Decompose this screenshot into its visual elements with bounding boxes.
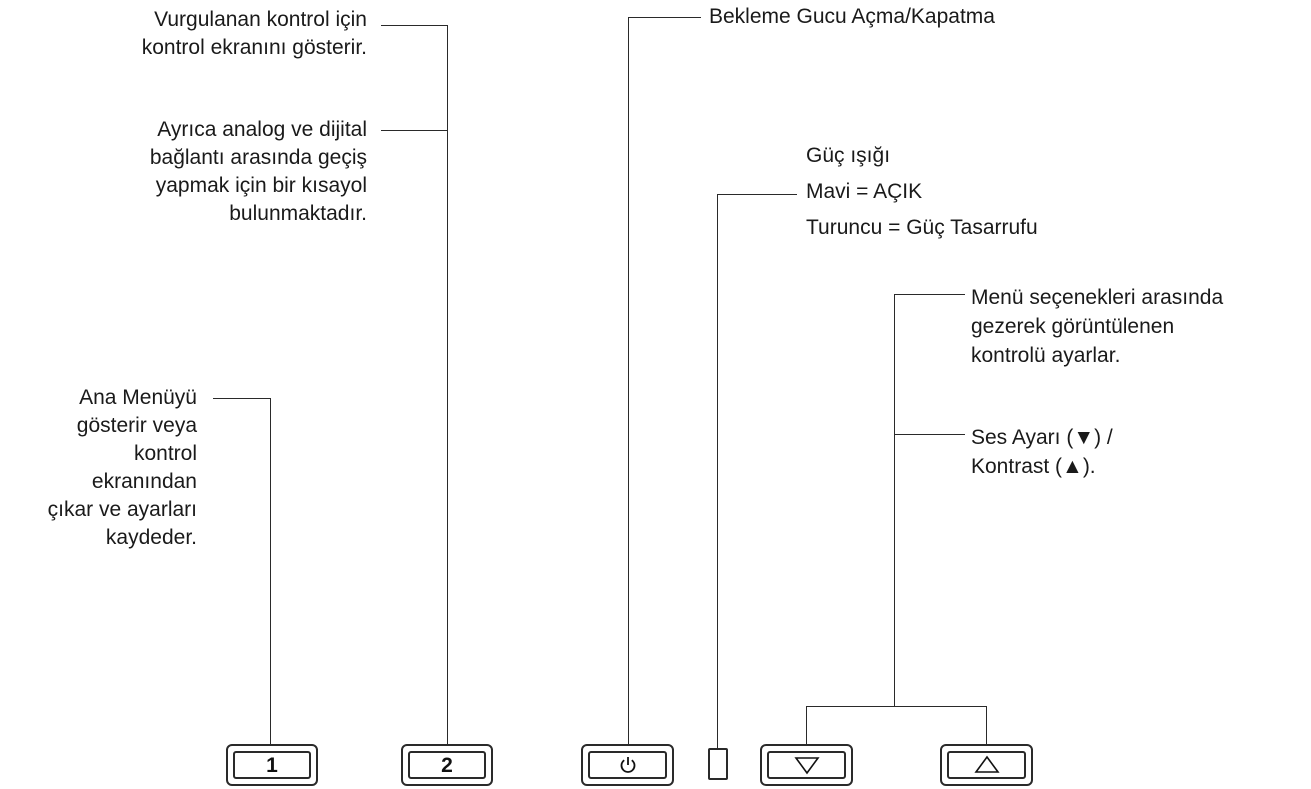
label-line: Menü seçenekleri arasında xyxy=(971,286,1224,309)
label-highlighted-control: Vurgulanan kontrol için kontrol ekranını… xyxy=(142,6,367,62)
triangle-up-icon xyxy=(973,755,1000,773)
leader-line xyxy=(381,25,448,26)
label-line: bulunmaktadır. xyxy=(229,202,367,225)
leader-line xyxy=(986,706,987,746)
label-line: Vurgulanan kontrol için xyxy=(154,8,367,31)
label-analog-digital-shortcut: Ayrıca analog ve dijital bağlantı arasın… xyxy=(150,116,367,228)
power-button[interactable] xyxy=(581,744,674,786)
leader-line xyxy=(213,398,271,399)
label-line: Kontrast (▲). xyxy=(971,455,1096,478)
power-led xyxy=(708,748,728,780)
power-icon xyxy=(620,757,635,773)
contrast-up-button[interactable] xyxy=(940,744,1033,786)
button-1-label: 1 xyxy=(266,753,278,777)
power-button-face xyxy=(588,751,667,779)
label-line: Ses Ayarı (▼) / xyxy=(971,426,1113,449)
label-power-light: Güç ışığı Mavi = AÇIK Turuncu = Güç Tasa… xyxy=(806,138,1038,246)
label-menu-options: Menü seçenekleri arasında gezerek görünt… xyxy=(971,283,1223,370)
leader-line xyxy=(806,706,987,707)
leader-line xyxy=(806,706,807,746)
label-line: Turuncu = Güç Tasarrufu xyxy=(806,216,1038,239)
label-volume-contrast: Ses Ayarı (▼) / Kontrast (▲). xyxy=(971,423,1113,481)
leader-line xyxy=(628,17,629,746)
label-line: ekranından xyxy=(91,470,197,493)
button-1-face: 1 xyxy=(233,751,311,779)
label-line: Mavi = AÇIK xyxy=(806,180,923,203)
leader-line xyxy=(628,17,701,18)
leader-line xyxy=(381,130,448,131)
button-2-face: 2 xyxy=(408,751,486,779)
triangle-down-icon xyxy=(793,757,820,775)
label-line: bağlantı arasında geçiş xyxy=(149,146,367,169)
button-1[interactable]: 1 xyxy=(226,744,318,786)
leader-line xyxy=(270,398,271,746)
leader-line xyxy=(894,294,965,295)
button-2[interactable]: 2 xyxy=(401,744,493,786)
contrast-up-button-face xyxy=(947,751,1026,779)
leader-line xyxy=(894,434,965,435)
leader-line xyxy=(447,25,448,746)
label-line: kontrol xyxy=(133,442,197,465)
label-line: kaydeder. xyxy=(105,526,197,549)
leader-line xyxy=(894,294,895,707)
label-standby-power: Bekleme Gucu Açma/Kapatma xyxy=(709,5,995,28)
label-line: Güç ışığı xyxy=(806,144,891,167)
volume-down-button[interactable] xyxy=(760,744,853,786)
label-line: yapmak için bir kısayol xyxy=(155,174,367,197)
label-line: gezerek görüntülenen xyxy=(971,315,1175,338)
label-line: gösterir veya xyxy=(76,414,197,437)
button-2-label: 2 xyxy=(441,753,453,777)
volume-down-button-face xyxy=(767,751,846,779)
label-main-menu: Ana Menüyü gösterir veya kontrol ekranın… xyxy=(48,384,197,552)
leader-line xyxy=(717,194,797,195)
leader-line xyxy=(717,194,718,748)
label-line: Ana Menüyü xyxy=(79,386,197,409)
label-line: kontrolü ayarlar. xyxy=(971,344,1121,367)
label-line: kontrol ekranını gösterir. xyxy=(141,36,367,59)
label-line: çıkar ve ayarları xyxy=(47,498,197,521)
label-line: Ayrıca analog ve dijital xyxy=(157,118,367,141)
